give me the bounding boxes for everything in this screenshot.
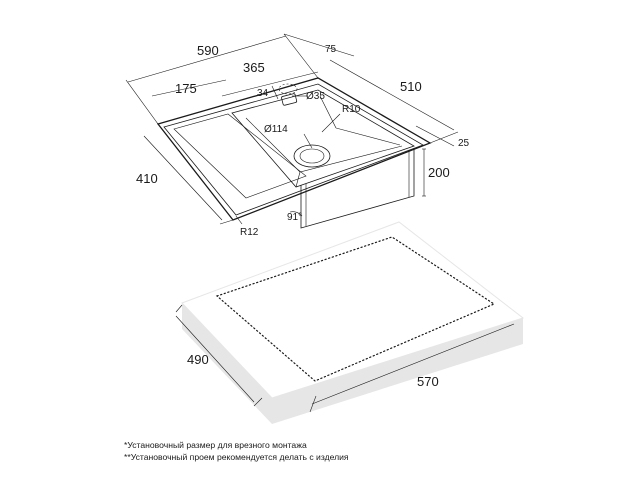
countertop-side-shadow: [182, 303, 272, 424]
dim-corner-radius: R12: [240, 227, 259, 238]
dim-drain-diameter: Ø114: [264, 124, 288, 135]
dim-front-depth: 410: [136, 171, 158, 186]
dim-rim-offset: 25: [458, 138, 470, 149]
footnote-2: **Установочный проем рекомендуется делат…: [124, 452, 349, 462]
dim-tap-hole-offset: 34: [257, 88, 269, 99]
sink-drawing: 590 365 175 75 510 410 25 200 34 Ø35 R10…: [125, 33, 470, 238]
dim-bowl-width: 365: [243, 60, 265, 75]
bowl-inner-corner: [295, 171, 301, 188]
cutout-outline: [215, 236, 496, 382]
dim-overall-depth: 510: [400, 79, 422, 94]
countertop-top: [181, 221, 525, 399]
countertop-front-shadow: [272, 318, 523, 424]
overflow-slot: [281, 93, 298, 106]
bowl-body: [300, 148, 415, 229]
dim-cutout-depth: 490: [187, 352, 209, 367]
drain-hole: [293, 144, 331, 168]
sink-rim-inner: [163, 83, 424, 216]
footnote-1: *Установочный размер для врезного монтаж…: [124, 440, 307, 450]
countertop-drawing: 490 570: [175, 221, 525, 424]
drain-hole-inner: [299, 148, 325, 164]
bowl-inner-back: [319, 95, 337, 129]
dim-overall-width: 590: [197, 43, 219, 58]
tap-hole-icon: [278, 83, 298, 95]
dim-bowl-height: 200: [428, 165, 450, 180]
drainboard: [173, 113, 307, 199]
dim-tap-hole-diameter: Ø35: [306, 91, 325, 102]
dim-drainboard-width: 175: [175, 81, 197, 96]
bowl-opening: [231, 89, 415, 188]
dim-cutout-width: 570: [417, 374, 439, 389]
dim-inner-radius: R10: [342, 104, 361, 115]
dim-top-right-offset: 75: [325, 44, 337, 55]
bowl-inner-back2: [335, 127, 401, 146]
dim-wall-angle: 91°: [287, 212, 302, 223]
footnotes: *Установочный размер для врезного монтаж…: [124, 439, 349, 463]
